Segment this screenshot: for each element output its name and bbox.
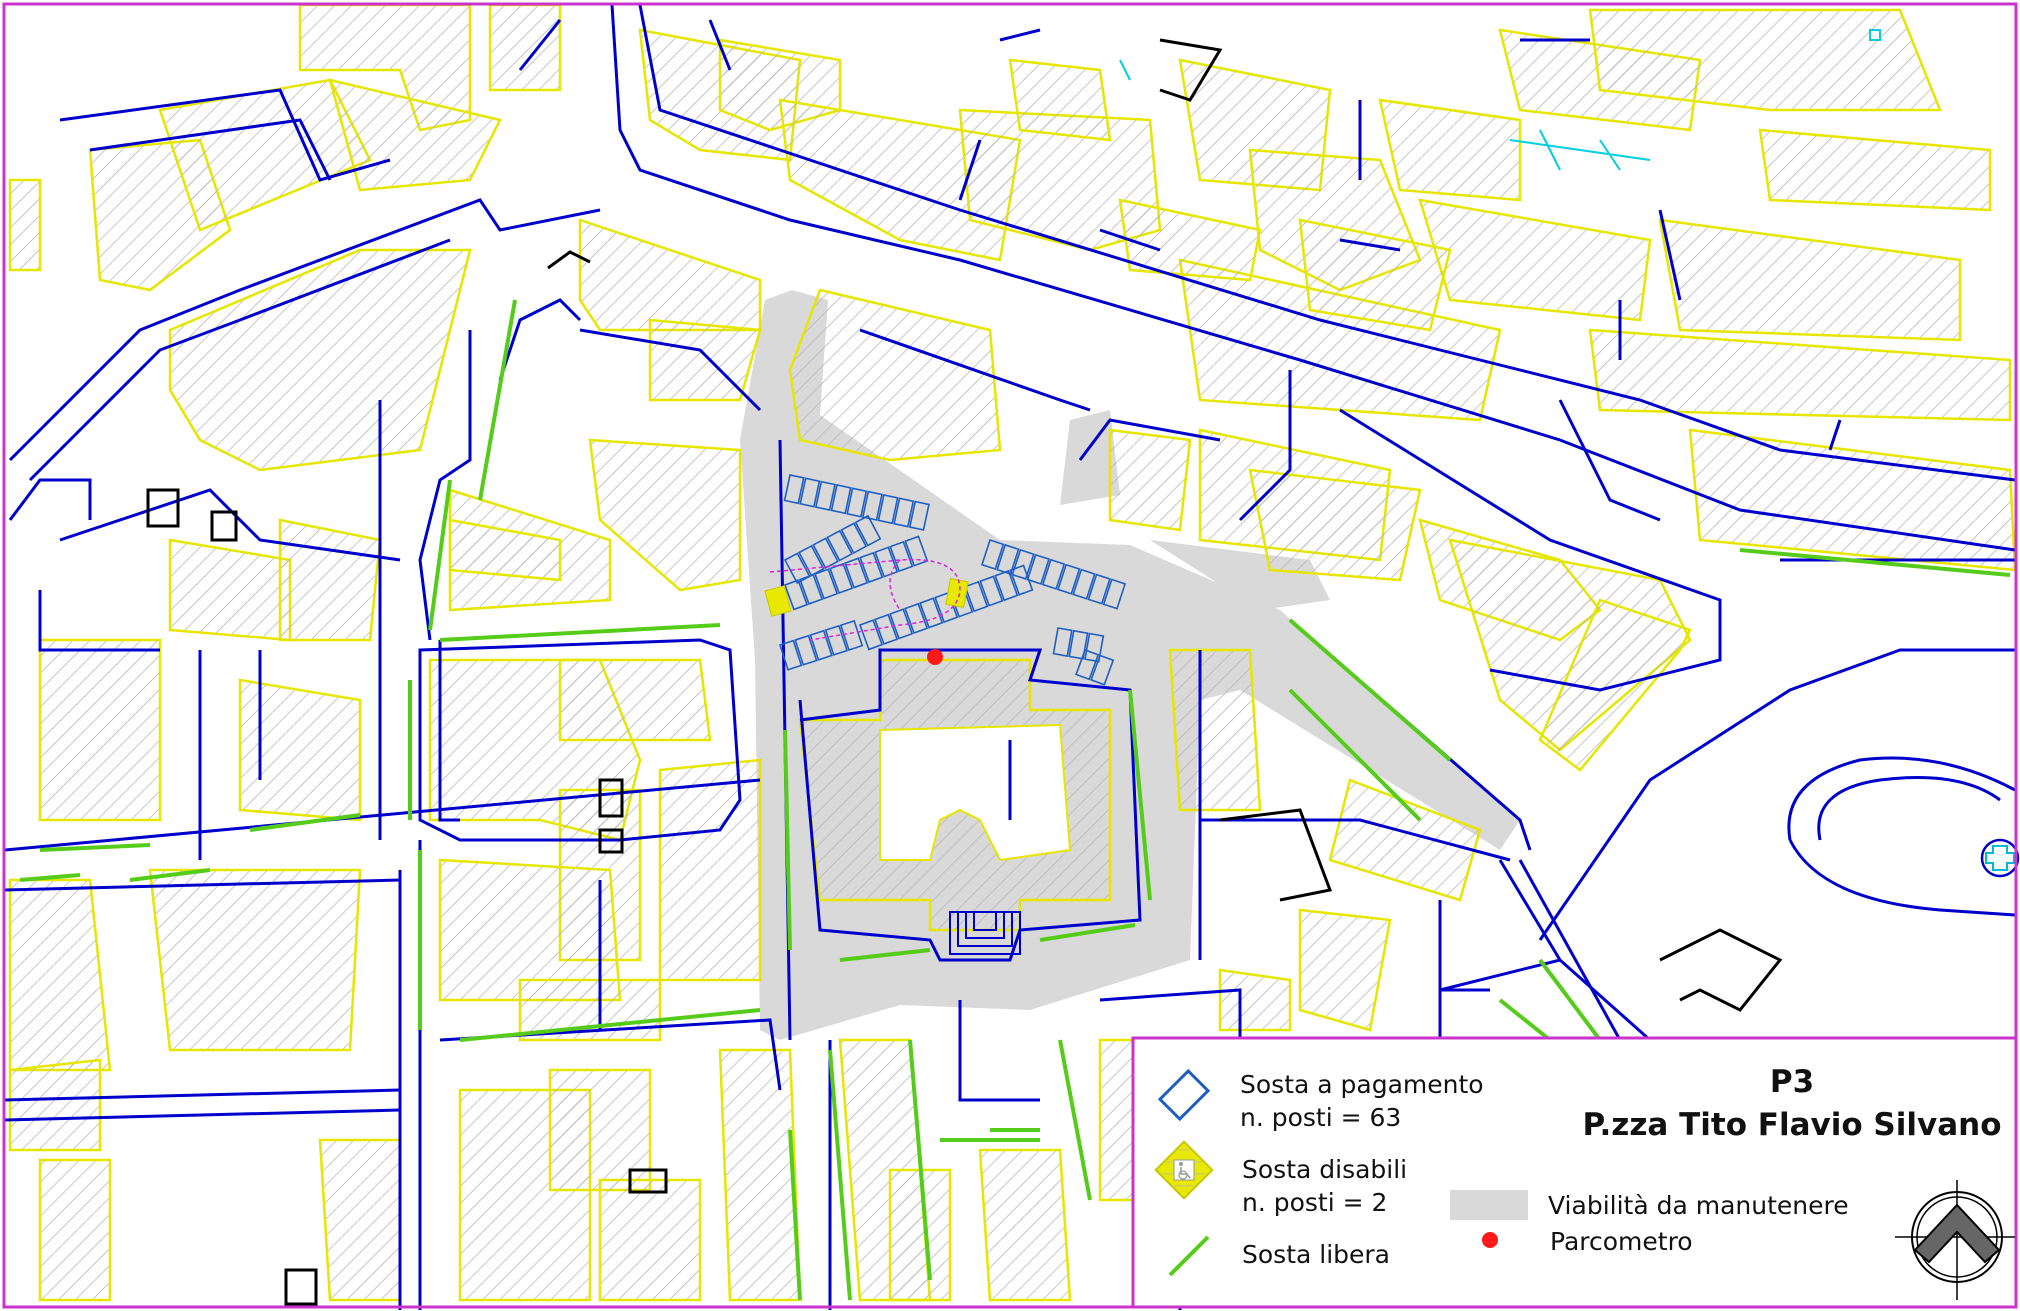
free-parking-lines — [19, 299, 2011, 1301]
disabled-parking-stalls — [764, 578, 969, 617]
paid-parking-swatch — [1157, 1068, 1211, 1122]
pharmacy-cross-icon — [1980, 838, 2020, 878]
legend-paid-label: Sosta a pagamento — [1240, 1070, 1484, 1099]
building-blocks — [8, 3, 2017, 1302]
legend-maintenance-label: Viabilità da manutenere — [1548, 1191, 1849, 1220]
parking-meter-marker — [927, 649, 943, 665]
legend-meter-label: Parcometro — [1550, 1227, 1693, 1256]
road-edges — [4, 4, 2016, 1310]
map-code: P3 — [1770, 1064, 1814, 1100]
free-parking-swatch — [1168, 1235, 1210, 1277]
legend-free-label: Sosta libera — [1242, 1240, 1390, 1269]
traffic-loop — [769, 558, 961, 641]
wheelchair-icon — [1173, 1159, 1195, 1181]
legend-box: Sosta a pagamento n. posti = 63 Sosta di… — [1131, 1036, 2018, 1309]
maintenance-road-swatch — [1450, 1190, 1528, 1220]
black-outlines — [146, 38, 1783, 1306]
legend-disabled-label: Sosta disabili — [1242, 1155, 1407, 1184]
parking-meter-swatch — [1482, 1232, 1498, 1248]
legend-disabled-count: n. posti = 2 — [1242, 1188, 1387, 1217]
paid-parking-stalls — [778, 474, 1127, 686]
cyan-features — [1119, 29, 1881, 171]
map-name: P.zza Tito Flavio Silvano — [1583, 1107, 2002, 1143]
legend-paid-count: n. posti = 63 — [1240, 1103, 1401, 1132]
church-interior — [879, 723, 1072, 862]
church-stairs — [949, 911, 1021, 955]
north-arrow-icon — [1895, 1180, 2015, 1300]
